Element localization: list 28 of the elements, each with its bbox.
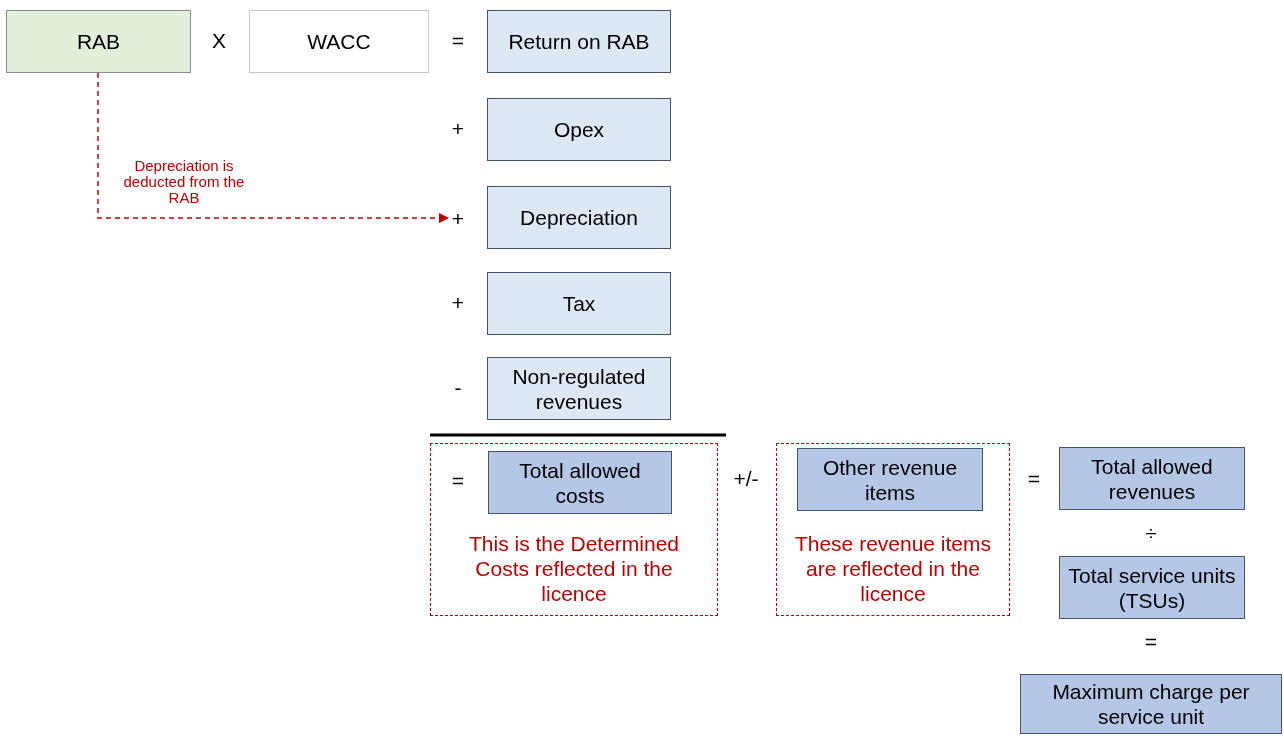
result-box: Other revenue items — [797, 448, 983, 511]
cost-box: Opex — [487, 98, 671, 161]
operator-sign: X — [212, 29, 226, 53]
operator-sign: + — [451, 117, 465, 141]
arrow — [97, 72, 450, 224]
result-box: Total allowed revenues — [1059, 447, 1245, 510]
note-text: This is the Determined Costs reflected in the licence — [467, 531, 681, 606]
cost-box: Depreciation — [487, 186, 671, 249]
dashed-note-frame — [430, 443, 718, 616]
operator-sign: ÷ — [1145, 521, 1157, 545]
cost-box: Tax — [487, 272, 671, 335]
result-box: Maximum charge per service unit — [1020, 674, 1282, 734]
operator-sign: + — [450, 206, 466, 230]
dashed-note-frame — [776, 443, 1010, 616]
operator-sign: - — [454, 376, 462, 400]
cost-box: Non-regulated revenues — [487, 357, 671, 420]
value-box: RAB — [6, 10, 191, 73]
operator-sign: = — [1027, 467, 1041, 491]
cost-box: Return on RAB — [487, 10, 671, 73]
note-text: These revenue items are reflected in the licence — [793, 531, 993, 606]
operator-sign: +/- — [733, 467, 759, 491]
operator-sign: = — [451, 469, 465, 493]
operator-sign: + — [451, 291, 465, 315]
value-box: WACC — [249, 10, 429, 73]
result-box: Total service units (TSUs) — [1059, 556, 1245, 619]
result-box: Total allowed costs — [488, 451, 672, 514]
operator-sign: = — [451, 29, 465, 53]
operator-sign: = — [1144, 630, 1158, 654]
